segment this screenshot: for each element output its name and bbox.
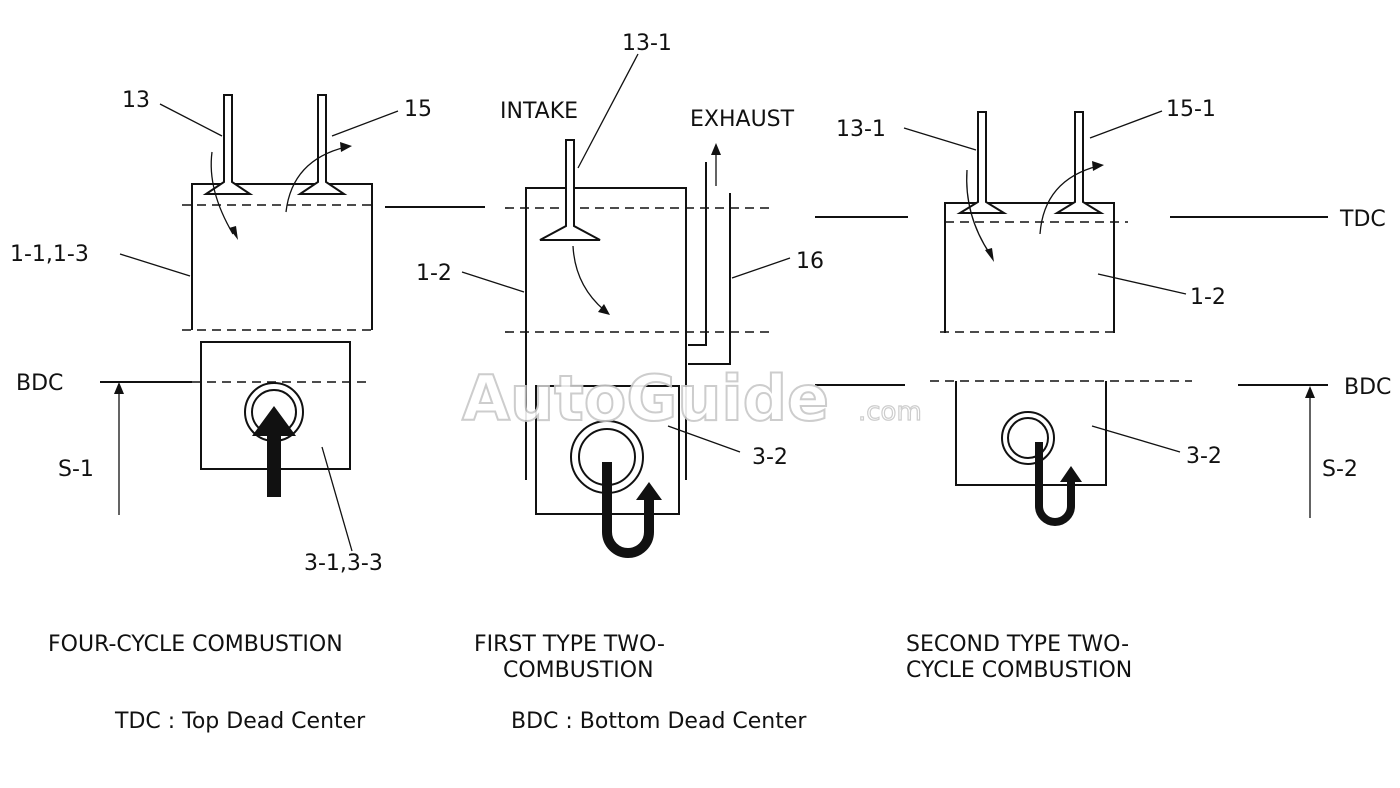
exhaust-valve-icon bbox=[1053, 111, 1105, 214]
intake-flow-arrow bbox=[966, 169, 991, 255]
caption-first-type-line-1: FIRST TYPE TWO- bbox=[474, 632, 665, 657]
legend-tdc: TDC : Top Dead Center bbox=[114, 709, 366, 734]
label-intake: INTAKE bbox=[500, 99, 578, 124]
label-cylinder-1-2: 1-2 bbox=[1190, 285, 1226, 310]
label-bdc-left: BDC bbox=[16, 371, 63, 396]
intake-valve-icon bbox=[202, 94, 254, 195]
watermark-text: AutoGuide bbox=[462, 362, 829, 435]
exhaust-valve-icon bbox=[296, 94, 348, 195]
intake-flow-arrow bbox=[210, 151, 234, 235]
cylinder-wall bbox=[191, 183, 373, 330]
label-stroke-s2: S-2 bbox=[1322, 457, 1358, 482]
exhaust-pipe-outer bbox=[688, 193, 731, 365]
cylinder-wall bbox=[525, 187, 687, 480]
label-exhaust: EXHAUST bbox=[690, 107, 795, 132]
intake-valve-icon bbox=[539, 139, 601, 241]
legend: TDC : Top Dead Center BDC : Bottom Dead … bbox=[114, 709, 807, 734]
watermark: AutoGuide .com bbox=[461, 361, 922, 436]
label-bdc-right: BDC bbox=[1344, 375, 1391, 400]
label-intake-valve-13: 13 bbox=[122, 88, 150, 113]
caption-second-type-line-1: SECOND TYPE TWO- bbox=[906, 632, 1129, 657]
label-intake-valve-13-1: 13-1 bbox=[622, 31, 672, 56]
first-type-two-cycle-diagram: 13-1 INTAKE EXHAUST 16 1-2 3-2 bbox=[416, 31, 824, 558]
label-piston-3-2: 3-2 bbox=[752, 445, 788, 470]
caption-second-type-line-2: CYCLE COMBUSTION bbox=[906, 658, 1132, 683]
label-cylinder-1-2: 1-2 bbox=[416, 261, 452, 286]
bdc-reference-line bbox=[100, 381, 1328, 386]
label-exhaust-pipe-16: 16 bbox=[796, 249, 824, 274]
label-piston-3-2: 3-2 bbox=[1186, 444, 1222, 469]
u-turn-arrow-icon bbox=[1035, 442, 1075, 526]
label-cylinder-1-1: 1-1,1-3 bbox=[10, 242, 89, 267]
upward-stroke-arrow-icon bbox=[252, 406, 296, 497]
exhaust-pipe-inner bbox=[688, 162, 707, 346]
piston-block bbox=[955, 381, 1107, 486]
crank-pin-outer bbox=[1001, 411, 1055, 465]
watermark-suffix: .com bbox=[858, 397, 922, 427]
label-stroke-s1: S-1 bbox=[58, 457, 94, 482]
crank-pin-inner bbox=[1007, 417, 1049, 459]
four-cycle-diagram: 13 15 1-1,1-3 3-1,3-3 S-1 BDC bbox=[10, 88, 432, 576]
exhaust-flow-arrow bbox=[285, 146, 347, 213]
intake-flow-arrow bbox=[572, 245, 605, 311]
label-tdc: TDC bbox=[1339, 207, 1386, 232]
intake-valve-icon bbox=[956, 111, 1008, 214]
label-exhaust-valve-15-1: 15-1 bbox=[1166, 97, 1216, 122]
tdc-reference-line bbox=[385, 206, 1328, 218]
cylinder-wall bbox=[944, 202, 1115, 333]
label-piston-3-1: 3-1,3-3 bbox=[304, 551, 383, 576]
label-exhaust-valve-15: 15 bbox=[404, 97, 432, 122]
exhaust-flow-arrow bbox=[1039, 165, 1099, 235]
u-turn-arrow-icon bbox=[602, 462, 654, 558]
caption-four-cycle: FOUR-CYCLE COMBUSTION bbox=[48, 632, 343, 657]
captions: FOUR-CYCLE COMBUSTION FIRST TYPE TWO- CO… bbox=[48, 632, 1132, 683]
label-intake-valve-13-1: 13-1 bbox=[836, 117, 886, 142]
caption-first-type-line-2: COMBUSTION bbox=[503, 658, 654, 683]
second-type-two-cycle-diagram: 13-1 15-1 1-2 3-2 S-2 TDC BDC bbox=[836, 97, 1391, 526]
legend-bdc: BDC : Bottom Dead Center bbox=[511, 709, 807, 734]
